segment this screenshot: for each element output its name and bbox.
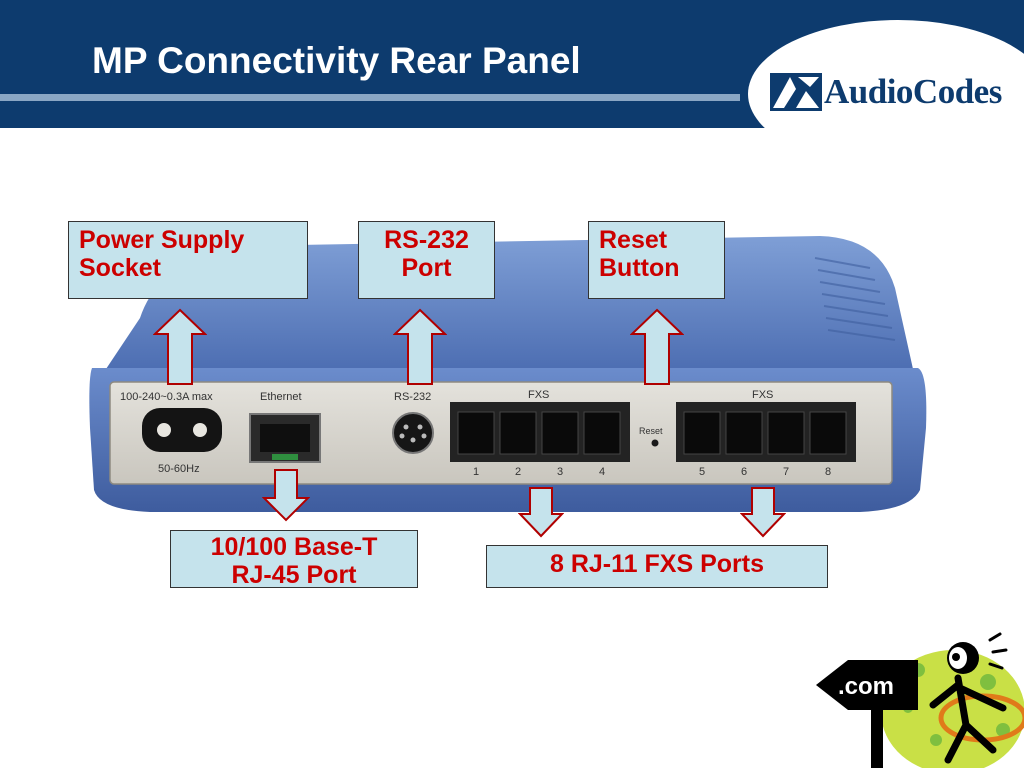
port-number-3: 3 xyxy=(557,466,563,478)
callout-fxs-ports: 8 RJ-11 FXS Ports xyxy=(486,545,828,588)
reset-label: Reset xyxy=(639,426,663,436)
port-number-8: 8 xyxy=(825,466,831,478)
audiocodes-logo-icon xyxy=(770,73,822,111)
ethernet-label: Ethernet xyxy=(260,391,302,403)
header-rule xyxy=(0,94,740,101)
callout-reset-button: Reset Button xyxy=(588,221,725,299)
callout-power-supply-socket: Power Supply Socket xyxy=(68,221,308,299)
dotcom-clipart-icon: .com xyxy=(816,632,1024,768)
callout-ethernet-line2: RJ-45 Port xyxy=(231,561,357,589)
arrow-up-power xyxy=(153,308,207,385)
port-number-4: 4 xyxy=(599,466,605,478)
port-number-7: 7 xyxy=(783,466,789,478)
port-number-6: 6 xyxy=(741,466,747,478)
callout-fxs-text: 8 RJ-11 FXS Ports xyxy=(550,550,764,578)
slide-title: MP Connectivity Rear Panel xyxy=(92,40,581,81)
fxs-label-right: FXS xyxy=(752,389,773,401)
badge-text: .com xyxy=(838,673,894,700)
callout-rs232-line1: RS-232 xyxy=(384,226,469,254)
callout-ethernet-line1: 10/100 Base-T xyxy=(210,533,378,561)
callout-ethernet-port: 10/100 Base-T RJ-45 Port xyxy=(170,530,418,589)
arrow-down-ethernet xyxy=(262,469,310,522)
arrow-down-fxs-right xyxy=(740,487,786,538)
callout-power-line1: Power Supply xyxy=(79,226,245,254)
callout-reset-line1: Reset xyxy=(599,226,668,254)
power-rating-label: 100-240~0.3A max xyxy=(120,391,213,403)
port-number-5: 5 xyxy=(699,466,705,478)
callout-rs232-port: RS-232 Port xyxy=(358,221,495,299)
logo-text: AudioCodes xyxy=(824,72,1002,111)
arrow-up-reset xyxy=(630,308,684,385)
fxs-label-left: FXS xyxy=(528,389,549,401)
port-number-1: 1 xyxy=(473,466,479,478)
callout-power-line2: Socket xyxy=(79,254,161,282)
arrow-up-rs232 xyxy=(393,308,447,385)
rs232-label: RS-232 xyxy=(394,391,431,403)
arrow-down-fxs-left xyxy=(518,487,564,538)
port-number-2: 2 xyxy=(515,466,521,478)
callout-rs232-line2: Port xyxy=(401,254,452,282)
callout-reset-line2: Button xyxy=(599,254,680,282)
power-frequency-label: 50-60Hz xyxy=(158,463,200,475)
